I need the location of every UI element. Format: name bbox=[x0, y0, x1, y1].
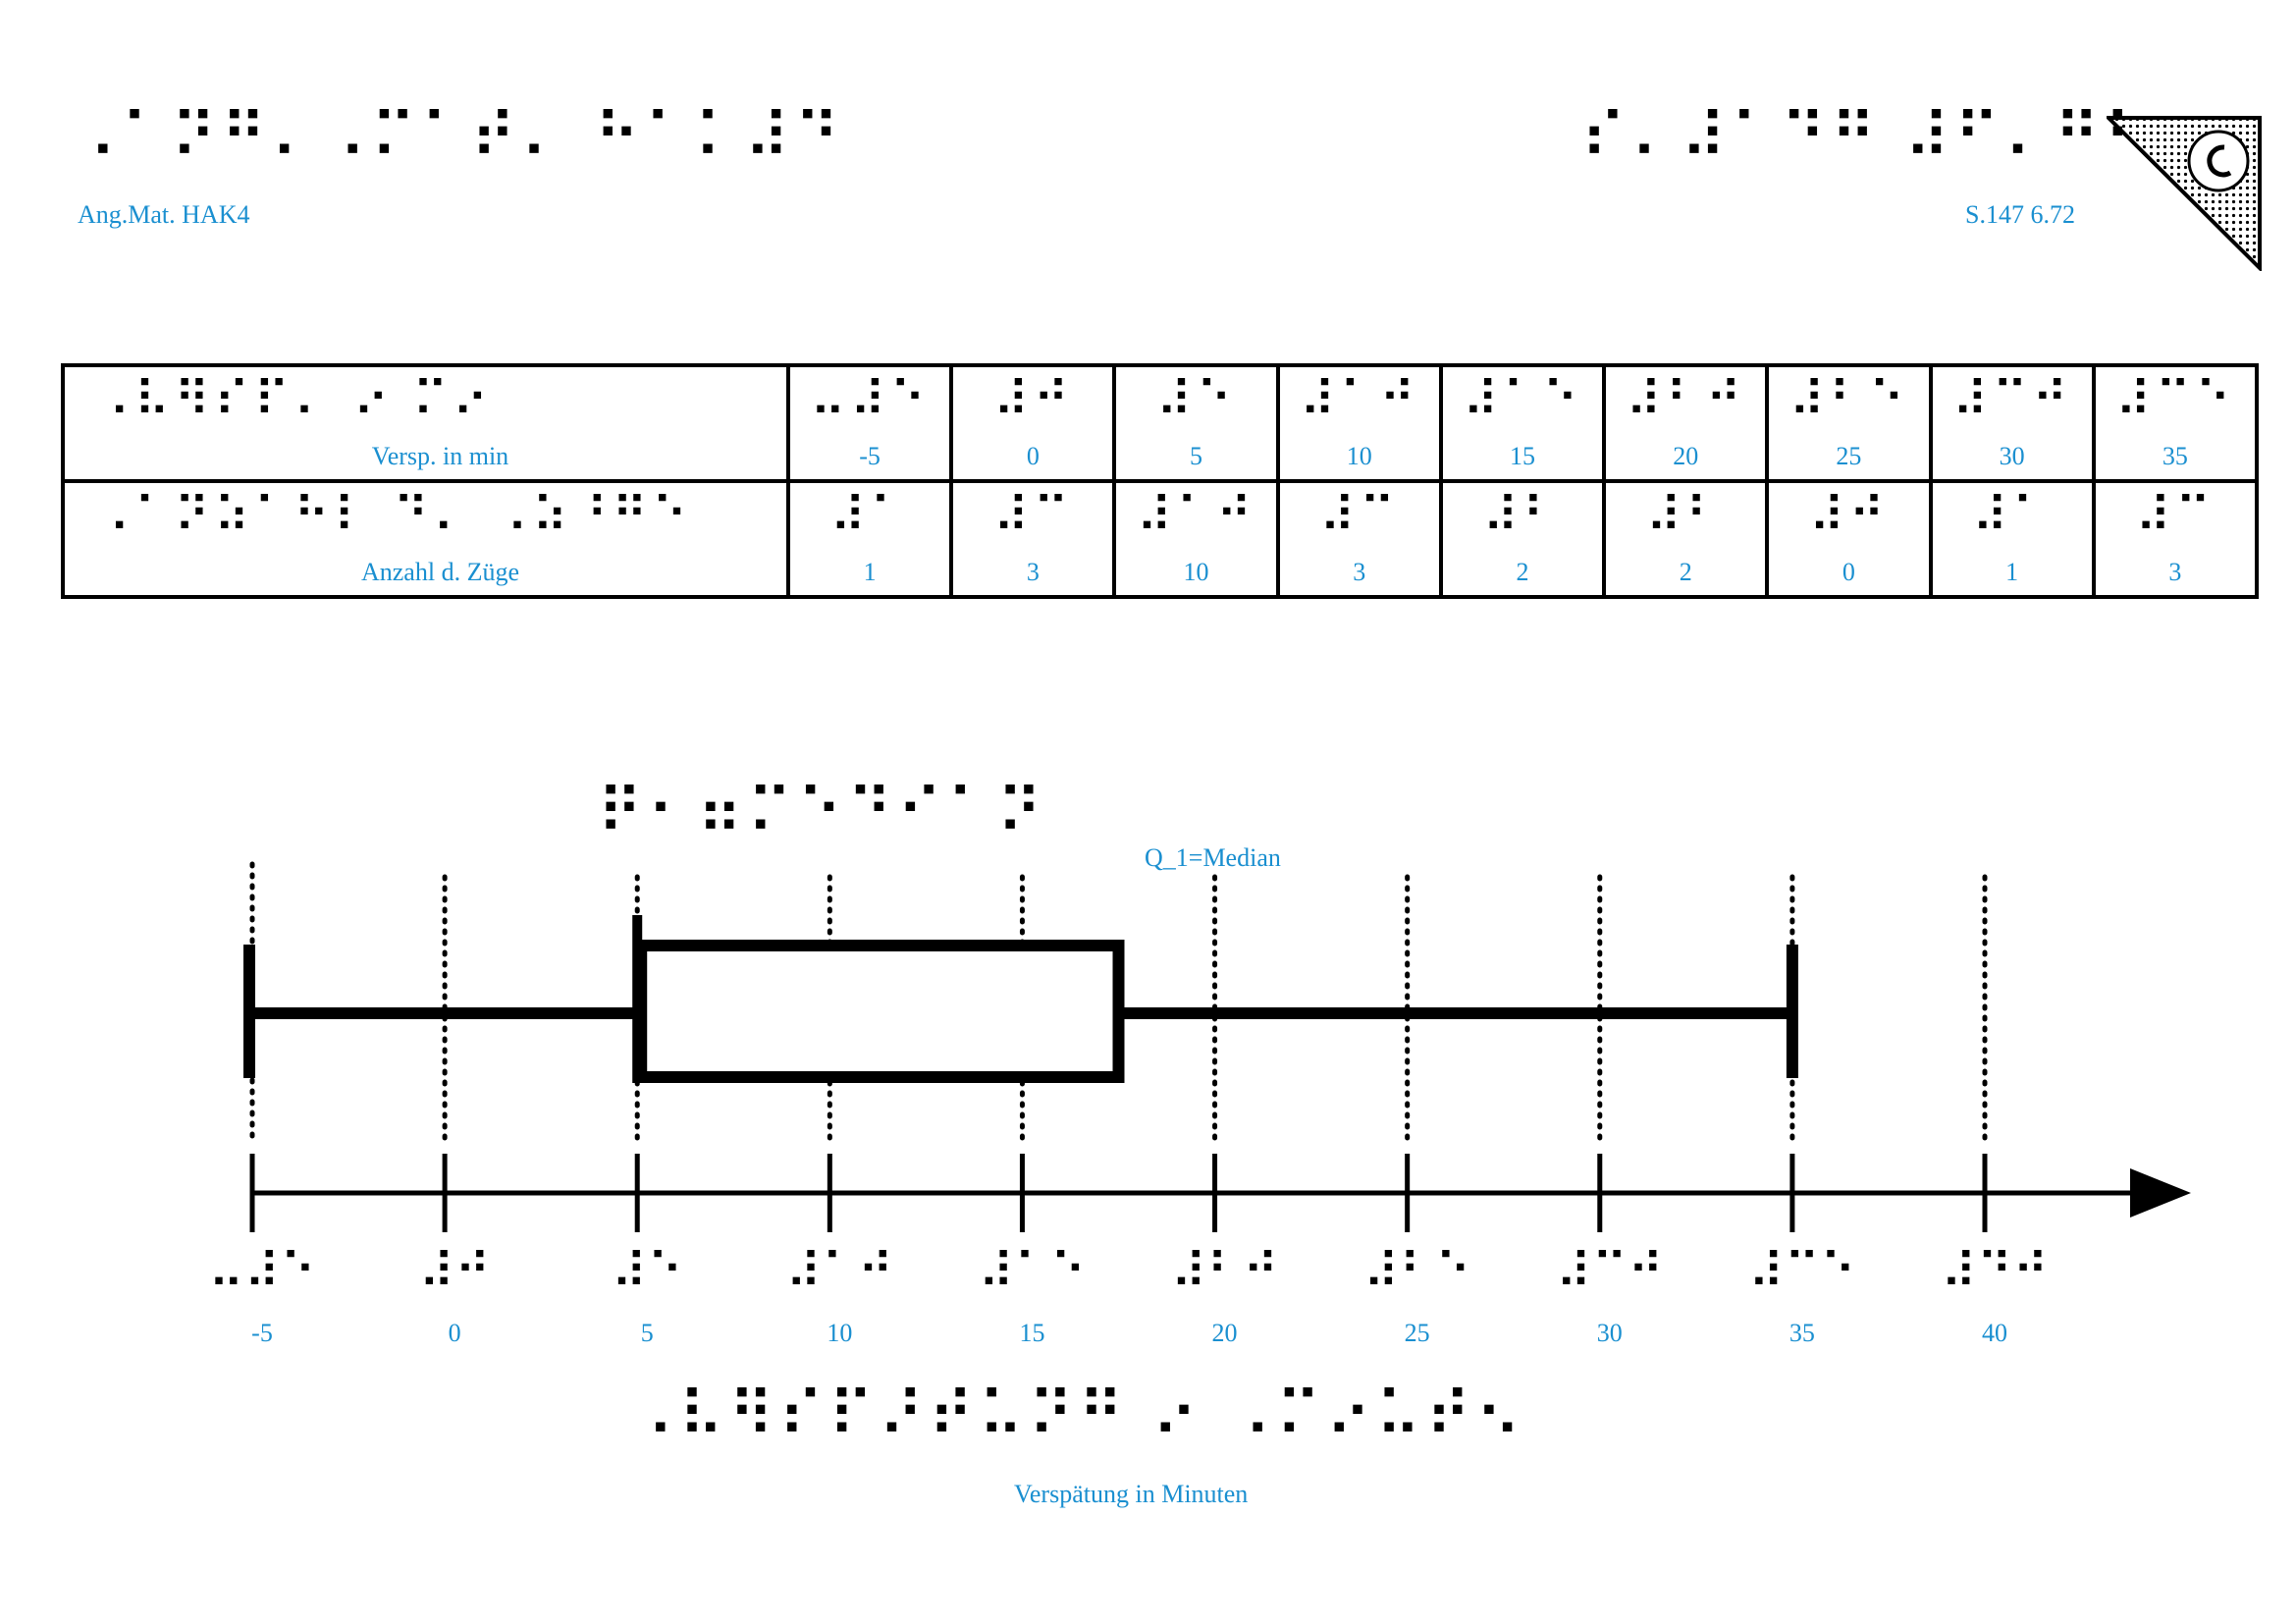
table-cell: ⠼⠉ 3 bbox=[949, 479, 1117, 599]
x-tick-label: 0 bbox=[449, 1319, 461, 1347]
x-tick-label: 10 bbox=[827, 1319, 852, 1347]
x-tick-label: 25 bbox=[1405, 1319, 1430, 1347]
chart-annotation: Q_1=Median bbox=[1145, 843, 1281, 872]
x-tick-label: -5 bbox=[251, 1319, 273, 1347]
x-tick-braille: ⠼⠉⠑ bbox=[1748, 1243, 1856, 1300]
cell-braille: ⠤⠼⠑ bbox=[810, 371, 931, 428]
cell-braille: ⠼⠁⠑ bbox=[1463, 371, 1582, 428]
data-table: ⠠⠧⠻⠎⠏⠄ ⠔ ⠍⠔ Versp. in min ⠤⠼⠑-5 ⠼⠚0 ⠼⠑5 … bbox=[61, 363, 2260, 599]
cell-label: 5 bbox=[1190, 442, 1203, 471]
x-tick-braille: ⠼⠃⠚ bbox=[1171, 1243, 1279, 1300]
x-tick-label: 15 bbox=[1019, 1319, 1044, 1347]
cell-label: 0 bbox=[1842, 558, 1855, 587]
x-tick-braille: ⠼⠑ bbox=[612, 1243, 683, 1300]
cell-label: 2 bbox=[1516, 558, 1529, 587]
cell-braille: ⠼⠁ bbox=[1972, 487, 2053, 544]
table-cell: ⠼⠁⠚ 10 bbox=[1275, 363, 1443, 483]
cell-label: 15 bbox=[1509, 442, 1535, 471]
row-header: ⠠⠧⠻⠎⠏⠄ ⠔ ⠍⠔ Versp. in min bbox=[61, 363, 790, 483]
header-left-braille: ⠠⠁⠝⠛⠄⠠⠍⠁⠞⠄ ⠓⠁⠅⠼⠙ bbox=[71, 101, 844, 174]
table-cell: ⠼⠉⠚ 30 bbox=[1928, 363, 2096, 483]
cell-braille: ⠼⠃⠚ bbox=[1626, 371, 1746, 428]
table-cell: ⠼⠁ 1 bbox=[1928, 479, 2096, 599]
cell-braille: ⠼⠚ bbox=[1808, 487, 1890, 544]
table-cell: ⠼⠚ 0 bbox=[1765, 479, 1933, 599]
cell-braille: ⠼⠑ bbox=[1155, 371, 1237, 428]
table-cell: ⠤⠼⠑ -5 bbox=[785, 363, 954, 483]
table-cell: ⠼⠁⠑ 15 bbox=[1438, 363, 1607, 483]
cell-braille: ⠼⠉ bbox=[1319, 487, 1400, 544]
cell-braille: ⠼⠉⠑ bbox=[2114, 371, 2235, 428]
header-right-label: S.147 6.72 bbox=[1965, 200, 2075, 229]
cell-braille: ⠼⠁ bbox=[829, 487, 910, 544]
x-tick-label: 20 bbox=[1212, 1319, 1238, 1347]
x-tick-braille: ⠼⠚ bbox=[418, 1243, 490, 1300]
cell-braille: ⠼⠃⠑ bbox=[1789, 371, 1909, 428]
cell-label: 10 bbox=[1183, 558, 1209, 587]
x-axis-arrow-icon bbox=[2130, 1168, 2191, 1218]
cell-braille: ⠼⠁⠚ bbox=[1136, 487, 1256, 544]
x-tick-braille: ⠤⠼⠑ bbox=[208, 1243, 316, 1300]
header-left-label: Ang.Mat. HAK4 bbox=[78, 200, 250, 229]
chart-title-braille: ⠟⠂⠶⠍⠑⠙⠊⠁⠝ bbox=[597, 777, 1046, 849]
x-tick-braille: ⠼⠁⠑ bbox=[979, 1243, 1087, 1300]
header-right-braille: ⠎⠄⠼⠁⠙⠛ ⠼⠋⠄⠛⠃ bbox=[1580, 101, 2154, 174]
row-header-braille: ⠠⠁⠝⠵⠁⠓⠇ ⠙⠄ ⠠⠵⠘⠛⠑ bbox=[94, 487, 692, 544]
table-cell: ⠼⠁ 1 bbox=[785, 479, 954, 599]
x-tick-braille: ⠼⠁⠚ bbox=[785, 1243, 893, 1300]
cell-label: 20 bbox=[1673, 442, 1699, 471]
x-tick-label: 30 bbox=[1597, 1319, 1623, 1347]
cell-label: 2 bbox=[1679, 558, 1692, 587]
row-header-label: Anzahl d. Züge bbox=[360, 558, 519, 587]
cell-label: 3 bbox=[1353, 558, 1366, 587]
x-tick-label: 35 bbox=[1789, 1319, 1815, 1347]
cell-label: 1 bbox=[863, 558, 877, 587]
cell-braille: ⠼⠃ bbox=[1645, 487, 1726, 544]
x-axis-title-braille: ⠠⠧⠻⠎⠏⠜⠞⠥⠝⠛ ⠔ ⠠⠍⠔⠥⠞⠢ bbox=[628, 1380, 1525, 1452]
x-axis-title: Verspätung in Minuten bbox=[1014, 1480, 1249, 1508]
table-cell: ⠼⠑ 5 bbox=[1112, 363, 1280, 483]
table-cell: ⠼⠃ 2 bbox=[1438, 479, 1607, 599]
table-cell: ⠼⠁⠚ 10 bbox=[1112, 479, 1280, 599]
cell-braille: ⠼⠉ bbox=[992, 487, 1073, 544]
cell-label: 3 bbox=[1026, 558, 1040, 587]
cell-braille: ⠼⠉ bbox=[2135, 487, 2216, 544]
table-cell: ⠼⠚ 0 bbox=[949, 363, 1117, 483]
table-cell: ⠼⠃ 2 bbox=[1602, 479, 1770, 599]
table-row-count: ⠠⠁⠝⠵⠁⠓⠇ ⠙⠄ ⠠⠵⠘⠛⠑ Anzahl d. Züge ⠼⠁1 ⠼⠉3 … bbox=[61, 479, 2260, 599]
x-tick-braille: ⠼⠃⠑ bbox=[1363, 1243, 1471, 1300]
table-cell: ⠼⠉⠑ 35 bbox=[2091, 363, 2260, 483]
cell-label: 35 bbox=[2162, 442, 2188, 471]
row-header-label: Versp. in min bbox=[371, 442, 509, 471]
x-tick-braille: ⠼⠉⠚ bbox=[1556, 1243, 1664, 1300]
row-header: ⠠⠁⠝⠵⠁⠓⠇ ⠙⠄ ⠠⠵⠘⠛⠑ Anzahl d. Züge bbox=[61, 479, 790, 599]
corner-logo-icon bbox=[2107, 116, 2262, 271]
x-tick-label: 40 bbox=[1982, 1319, 2007, 1347]
table-cell: ⠼⠃⠚ 20 bbox=[1602, 363, 1770, 483]
box-iqr bbox=[635, 940, 1125, 1083]
cell-label: 3 bbox=[2168, 558, 2182, 587]
cell-braille: ⠼⠃ bbox=[1482, 487, 1563, 544]
cell-braille: ⠼⠉⠚ bbox=[1951, 371, 2072, 428]
row-header-braille: ⠠⠧⠻⠎⠏⠄ ⠔ ⠍⠔ bbox=[94, 371, 493, 428]
x-tick-label: 5 bbox=[641, 1319, 654, 1347]
cell-label: 0 bbox=[1026, 442, 1040, 471]
cell-label: 25 bbox=[1836, 442, 1862, 471]
cell-label: 1 bbox=[2005, 558, 2019, 587]
x-tick-braille: ⠼⠙⠚ bbox=[1941, 1243, 2049, 1300]
cell-label: 30 bbox=[1999, 442, 2025, 471]
table-cell: ⠼⠉ 3 bbox=[2091, 479, 2260, 599]
table-cell: ⠼⠉ 3 bbox=[1275, 479, 1443, 599]
cell-braille: ⠼⠁⠚ bbox=[1299, 371, 1419, 428]
table-cell: ⠼⠃⠑ 25 bbox=[1765, 363, 1933, 483]
cell-braille: ⠼⠚ bbox=[992, 371, 1073, 428]
cell-label: 10 bbox=[1346, 442, 1372, 471]
table-row-delay: ⠠⠧⠻⠎⠏⠄ ⠔ ⠍⠔ Versp. in min ⠤⠼⠑-5 ⠼⠚0 ⠼⠑5 … bbox=[61, 363, 2260, 483]
cell-label: -5 bbox=[859, 442, 881, 471]
